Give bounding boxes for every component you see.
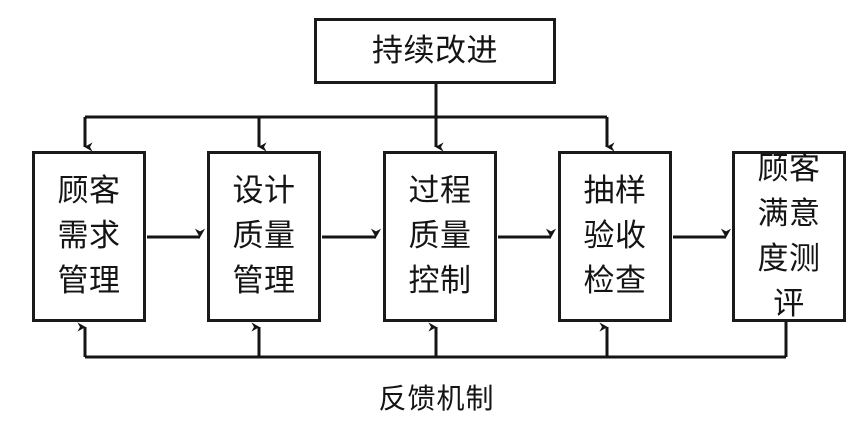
node-customer-requirement-management-label: 顾客需求管理: [57, 173, 121, 299]
node-sampling-acceptance-inspection[interactable]: 抽样验收检查: [558, 151, 672, 322]
feedback-mechanism-text: 反馈机制: [378, 382, 495, 415]
node-design-quality-management-label: 设计质量管理: [232, 173, 296, 299]
node-continuous-improvement[interactable]: 持续改进: [314, 18, 556, 84]
node-sampling-acceptance-inspection-label: 抽样验收检查: [583, 173, 647, 299]
feedback-mechanism-label: 反馈机制: [0, 382, 861, 416]
node-customer-satisfaction-evaluation[interactable]: 顾客满意度测评: [732, 151, 846, 322]
node-process-quality-control-label: 过程质量控制: [408, 173, 472, 299]
node-continuous-improvement-label: 持续改进: [372, 33, 498, 69]
node-process-quality-control[interactable]: 过程质量控制: [383, 151, 497, 322]
node-customer-requirement-management[interactable]: 顾客需求管理: [32, 151, 146, 322]
node-design-quality-management[interactable]: 设计质量管理: [207, 151, 321, 322]
node-customer-satisfaction-evaluation-label: 顾客满意度测评: [757, 150, 821, 322]
